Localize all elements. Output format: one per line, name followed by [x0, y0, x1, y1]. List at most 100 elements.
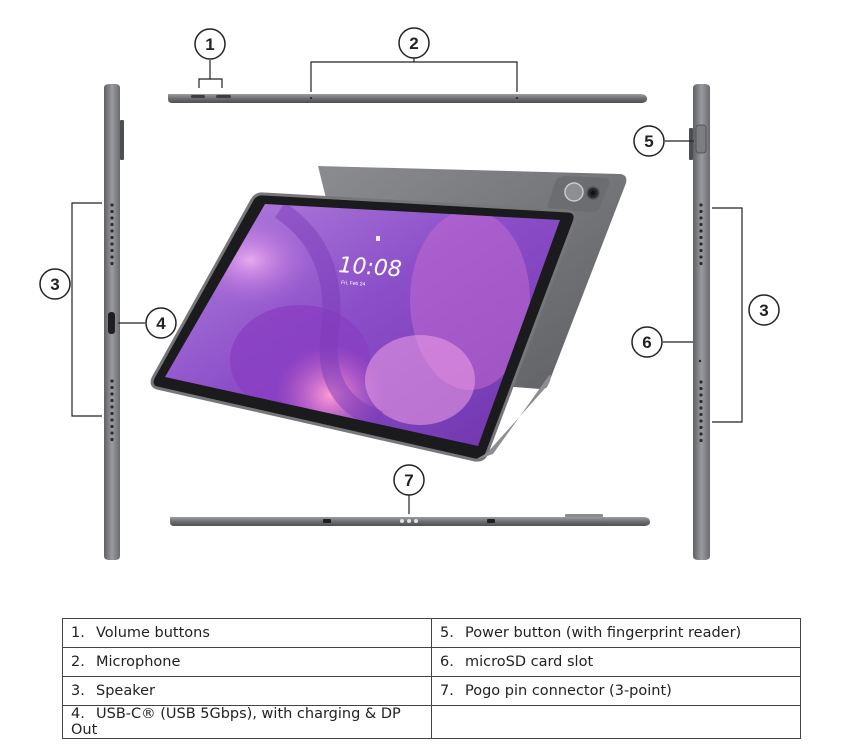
lock-screen-date: Fri, Feb 24: [341, 280, 366, 288]
speaker-grille-right-upper: [699, 203, 703, 266]
speaker-hole: [110, 424, 114, 429]
speaker-hole: [699, 393, 703, 397]
legend-text: Power button (with fingerprint reader): [465, 625, 742, 641]
speaker-hole: [699, 235, 703, 240]
legend-item-4: 4.USB-C® (USB 5Gbps), with charging & DP…: [62, 705, 432, 739]
usb-c-port: [108, 312, 115, 334]
legend-num: 6.: [440, 654, 454, 670]
speaker-hole: [110, 411, 114, 416]
speaker-grille-right-lower: [699, 380, 703, 443]
callout-label-3-right: 3: [759, 301, 768, 320]
speaker-hole: [699, 432, 703, 436]
legend-num: 7.: [440, 683, 454, 699]
speaker-hole: [699, 261, 703, 266]
callout-label-1: 1: [205, 35, 214, 54]
speaker-hole: [699, 419, 703, 423]
speaker-hole: [110, 242, 114, 246]
speaker-hole: [110, 222, 114, 227]
speaker-hole: [699, 255, 703, 259]
legend-row: 3. Speaker 7. Pogo pin connector (3-point): [62, 676, 801, 706]
pogo-pin-1: [400, 519, 404, 523]
right-side-view: [689, 84, 710, 560]
lock-screen-time: 10:08: [338, 253, 403, 282]
legend-num: 5.: [440, 625, 454, 641]
legend-item-empty: [431, 705, 801, 739]
callout-4: 4: [118, 307, 177, 339]
callout-label-6: 6: [642, 333, 651, 352]
speaker-hole: [110, 385, 114, 390]
speaker-hole: [110, 203, 114, 207]
speaker-hole: [699, 399, 703, 404]
speaker-hole: [110, 255, 114, 259]
callout-label-5: 5: [644, 132, 653, 151]
speaker-hole: [110, 216, 114, 220]
pogo-pin-2: [407, 519, 411, 523]
legend-row: 1. Volume buttons 5. Power button (with fi…: [62, 618, 801, 648]
legend-num: 4.: [71, 706, 85, 722]
callout-label-7: 7: [404, 471, 413, 490]
power-button: [695, 124, 707, 154]
rear-camera-lens: [564, 182, 584, 202]
tablet-front: 10:08 Fri, Feb 24: [150, 192, 577, 462]
speaker-hole: [699, 248, 703, 253]
speaker-grille-left-lower: [110, 379, 114, 442]
left-side-view: [104, 84, 124, 560]
callout-label-3-left: 3: [50, 275, 59, 294]
legend-item-7: 7. Pogo pin connector (3-point): [431, 676, 801, 706]
speaker-hole: [699, 380, 703, 384]
speaker-hole: [110, 418, 114, 422]
legend-text: Microphone: [96, 654, 181, 670]
speaker-hole: [110, 392, 114, 396]
legend-text: Speaker: [96, 683, 155, 699]
speaker-hole: [110, 248, 114, 253]
speaker-hole: [699, 438, 703, 443]
legend-text: Pogo pin connector (3-point): [465, 683, 672, 699]
speaker-hole: [110, 235, 114, 240]
tablet-diagram: 1 2 3 4 5: [39, 27, 780, 560]
top-edge-view: [168, 94, 647, 103]
speaker-hole: [699, 406, 703, 410]
speaker-hole: [110, 405, 114, 409]
legend-item-5: 5. Power button (with fingerprint reader): [431, 618, 801, 648]
speaker-grille-left-upper: [110, 203, 114, 266]
bottom-edge-view: [170, 514, 650, 526]
legend-text: Volume buttons: [96, 625, 210, 641]
pogo-pin-3: [414, 519, 418, 523]
feature-legend-table: 1. Volume buttons 5. Power button (with fi…: [62, 618, 801, 739]
volume-button-up: [191, 95, 205, 98]
legend-num: 1.: [71, 625, 85, 641]
microphone-hole-left: [310, 97, 312, 99]
callout-3-left: 3: [39, 202, 102, 417]
callout-3-right: 3: [712, 207, 780, 423]
legend-row: 2. Microphone 6. microSD card slot: [62, 647, 801, 677]
speaker-hole: [699, 242, 703, 246]
legend-num: 3.: [71, 683, 85, 699]
speaker-hole: [110, 209, 114, 214]
volume-button-down: [216, 95, 231, 98]
speaker-hole: [699, 222, 703, 227]
callout-7: 7: [393, 464, 425, 514]
speaker-hole: [110, 229, 114, 233]
callout-6: 6: [631, 326, 693, 358]
speaker-hole: [699, 229, 703, 233]
speaker-hole: [110, 431, 114, 435]
speaker-hole: [110, 261, 114, 266]
microphone-hole-right: [516, 97, 518, 99]
callout-5: 5: [633, 125, 694, 157]
callout-label-2: 2: [409, 34, 418, 53]
speaker-hole: [110, 437, 114, 442]
legend-item-3: 3. Speaker: [62, 676, 432, 706]
speaker-hole: [699, 412, 703, 417]
legend-item-1: 1. Volume buttons: [62, 618, 432, 648]
legend-item-6: 6. microSD card slot: [431, 647, 801, 677]
speaker-hole: [699, 209, 703, 214]
callout-1: 1: [194, 28, 226, 88]
legend-row: 4.USB-C® (USB 5Gbps), with charging & DP…: [62, 705, 801, 739]
callout-2: 2: [310, 27, 518, 92]
legend-num: 2.: [71, 654, 85, 670]
speaker-hole: [699, 216, 703, 220]
speaker-hole: [110, 379, 114, 383]
legend-text: microSD card slot: [465, 654, 594, 670]
speaker-hole: [110, 398, 114, 403]
callout-label-4: 4: [156, 314, 166, 333]
